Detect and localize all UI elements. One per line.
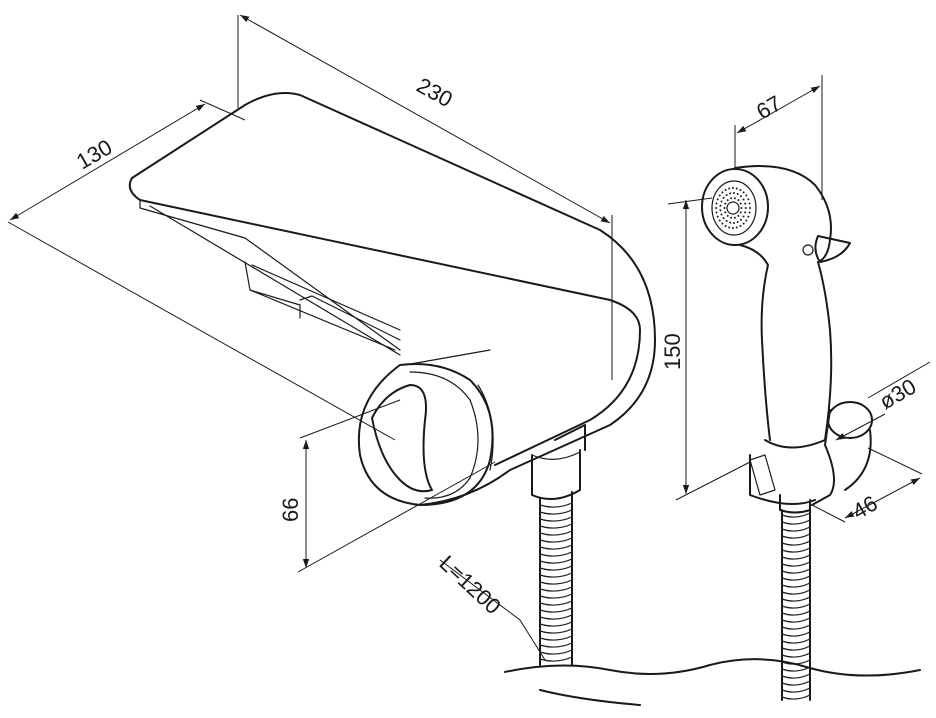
left-hose (539, 491, 573, 666)
dimension-height: 66 (278, 498, 303, 522)
dimension-length: 230 (413, 73, 457, 113)
dimension-holder-width: 46 (848, 490, 882, 524)
wall-break-line (504, 658, 921, 677)
wall-break-line-lower (539, 689, 641, 706)
dimension-holder-diameter: ø30 (875, 374, 920, 415)
dimension-lines (7, 14, 931, 661)
dimension-handle-width: 67 (752, 90, 786, 124)
dimension-depth: 130 (72, 134, 116, 174)
dimension-handle-height: 150 (660, 333, 685, 370)
mixer-body (128, 92, 656, 506)
hand-shower (701, 165, 873, 514)
dimension-hose-length: L=1200 (435, 550, 506, 619)
right-hose (781, 509, 811, 701)
